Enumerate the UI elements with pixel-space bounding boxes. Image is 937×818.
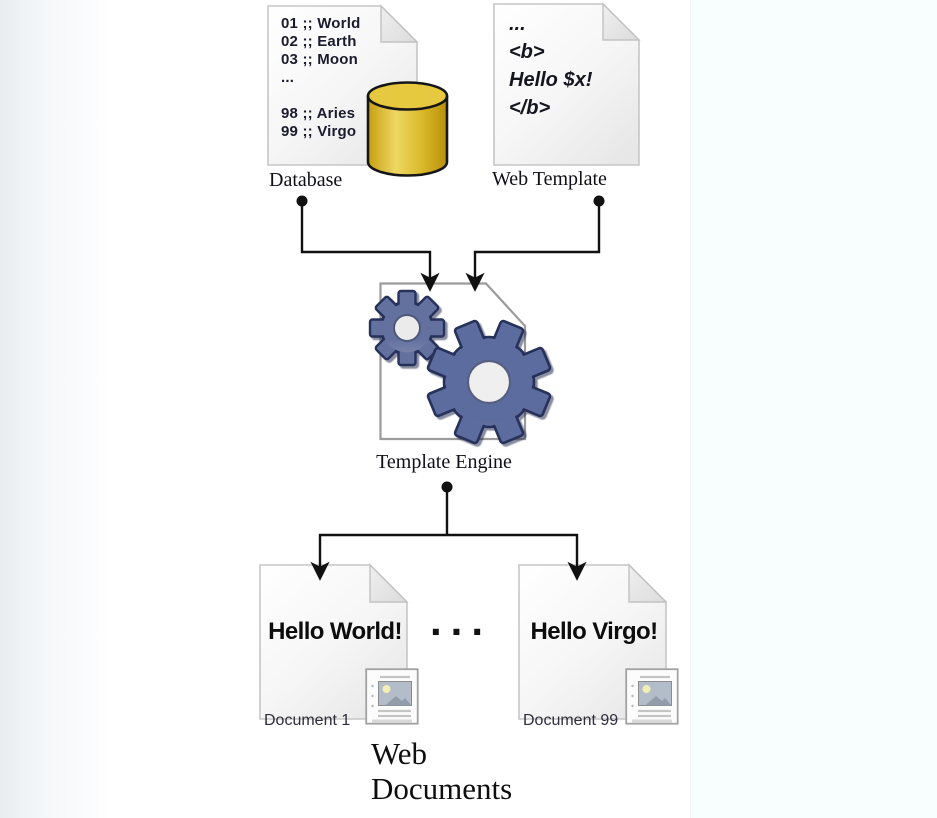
- large-gear-icon: [426, 319, 552, 445]
- webpage-thumbnail-icon: [365, 668, 419, 725]
- small-gear-icon: [368, 289, 446, 367]
- engine-output-connector-dot: [441, 481, 453, 493]
- database-label: Database: [269, 169, 343, 191]
- page-right-margin: [690, 0, 937, 818]
- document-1-text: Hello World!: [268, 618, 402, 645]
- database-line: 01 ;; World: [281, 15, 361, 32]
- web-documents-label-line: Web: [371, 736, 428, 771]
- template-line: ...: [509, 13, 526, 35]
- database-line: 99 ;; Virgo: [281, 123, 357, 140]
- document-1-label: Document 1: [264, 712, 351, 729]
- page-left-shadow: [0, 0, 110, 818]
- database-line: ...: [281, 69, 295, 86]
- web-template-paper-icon: [493, 2, 641, 166]
- template-engine-label: Template Engine: [376, 451, 512, 473]
- database-line: 03 ;; Moon: [281, 51, 358, 68]
- webpage-thumbnail-icon: [625, 668, 679, 725]
- database-contents: 01 ;; World 02 ;; Earth 03 ;; Moon ... 9…: [281, 15, 360, 141]
- database-line: 02 ;; Earth: [281, 33, 357, 50]
- documents-ellipsis: ...: [430, 597, 493, 644]
- web-documents-label-line: Documents: [371, 771, 513, 806]
- database-cylinder-icon: [366, 81, 449, 177]
- web-documents-group-label: Web Documents: [371, 736, 512, 806]
- template-engine-icon: [368, 282, 552, 445]
- document-99-text: Hello Virgo!: [530, 618, 658, 645]
- database-line-gap: [281, 87, 360, 105]
- template-line: <b>: [509, 41, 545, 63]
- database-connector-dot: [296, 195, 308, 207]
- template-line: </b>: [509, 97, 551, 119]
- web-template-connector-dot: [593, 195, 605, 207]
- document-99-label: Document 99: [523, 712, 619, 729]
- web-template-label: Web Template: [492, 168, 607, 190]
- template-to-engine-arrow: [465, 203, 601, 292]
- web-template-contents: ... <b> Hello $x! </b>: [509, 10, 592, 122]
- template-line: Hello $x!: [509, 69, 593, 91]
- database-line: 98 ;; Aries: [281, 105, 356, 122]
- database-to-engine-arrow: [300, 203, 440, 292]
